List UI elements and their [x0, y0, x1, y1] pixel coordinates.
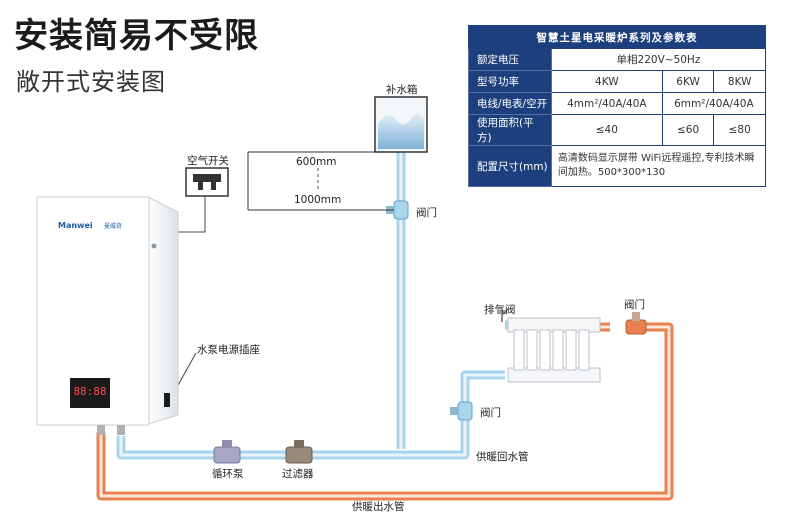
air-switch-icon [185, 167, 229, 197]
valve-right-label: 阀门 [624, 299, 645, 311]
brand-logo-cn: 曼威奇 [104, 222, 122, 230]
row-label: 额定电压 [468, 48, 552, 71]
table-row: 额定电压 单相220V~50Hz [468, 48, 767, 71]
valve-top-label: 阀门 [416, 207, 437, 219]
water-tank-label: 补水箱 [386, 84, 418, 96]
valve-mid-icon [450, 401, 473, 421]
height-600-label: 600mm [296, 156, 337, 168]
height-markers [247, 151, 401, 211]
air-switch-label: 空气开关 [187, 155, 229, 167]
row-label: 使用面积(平方) [468, 114, 552, 146]
cell-config: 高清数码显示屏带 WiFi远程遥控,专利技术瞬间加热。500*300*130 [550, 145, 767, 187]
height-1000-label: 1000mm [294, 194, 342, 206]
power-cable [178, 196, 206, 233]
valve-mid-label: 阀门 [480, 407, 501, 419]
pump-socket-icon [164, 393, 170, 407]
table-row: 型号功率 4KW 6KW 8KW [468, 70, 766, 93]
return-pipe-label: 供暖回水管 [476, 451, 529, 463]
page-title: 安装简易不受限 [14, 16, 259, 56]
exhaust-valve-label: 排气阀 [484, 304, 516, 316]
page-subtitle: 敞开式安装图 [16, 68, 166, 96]
cell-power-4: 4KW [550, 70, 663, 93]
table-row: 配置尺寸(mm) 高清数码显示屏带 WiFi远程遥控,专利技术瞬间加热。500*… [468, 145, 767, 187]
row-label: 配置尺寸(mm) [468, 145, 552, 187]
boiler-unit: 88:88 Manwei 曼威奇 [36, 196, 179, 435]
filter-icon [285, 440, 313, 464]
display-readout: 88:88 [73, 385, 106, 398]
pump-socket-label: 水泵电源插座 [197, 344, 260, 356]
spec-table-title: 智慧土星电采暖炉系列及参数表 [468, 25, 766, 49]
brand-logo: Manwei [58, 221, 93, 230]
exhaust-valve-icon [497, 310, 507, 322]
water-tank [374, 96, 428, 153]
cell-area-6: ≤60 [661, 114, 715, 146]
cell-voltage: 单相220V~50Hz [550, 48, 767, 71]
filter-label: 过滤器 [282, 468, 314, 480]
outlet-pipe-label: 供暖出水管 [352, 501, 405, 513]
circulating-pump-label: 循环泵 [212, 468, 244, 480]
cell-wire-68: 6mm²/40A/40A [661, 92, 767, 115]
row-label: 电线/电表/空开 [468, 92, 552, 115]
row-label: 型号功率 [468, 70, 552, 93]
table-row: 电线/电表/空开 4mm²/40A/40A 6mm²/40A/40A [468, 92, 767, 115]
return-pipe [116, 370, 505, 460]
circulating-pump-icon [213, 440, 241, 464]
radiator [507, 317, 601, 383]
spec-table: 智慧土星电采暖炉系列及参数表 额定电压 单相220V~50Hz 型号功率 4KW… [468, 25, 767, 187]
valve-right-icon [625, 312, 647, 335]
